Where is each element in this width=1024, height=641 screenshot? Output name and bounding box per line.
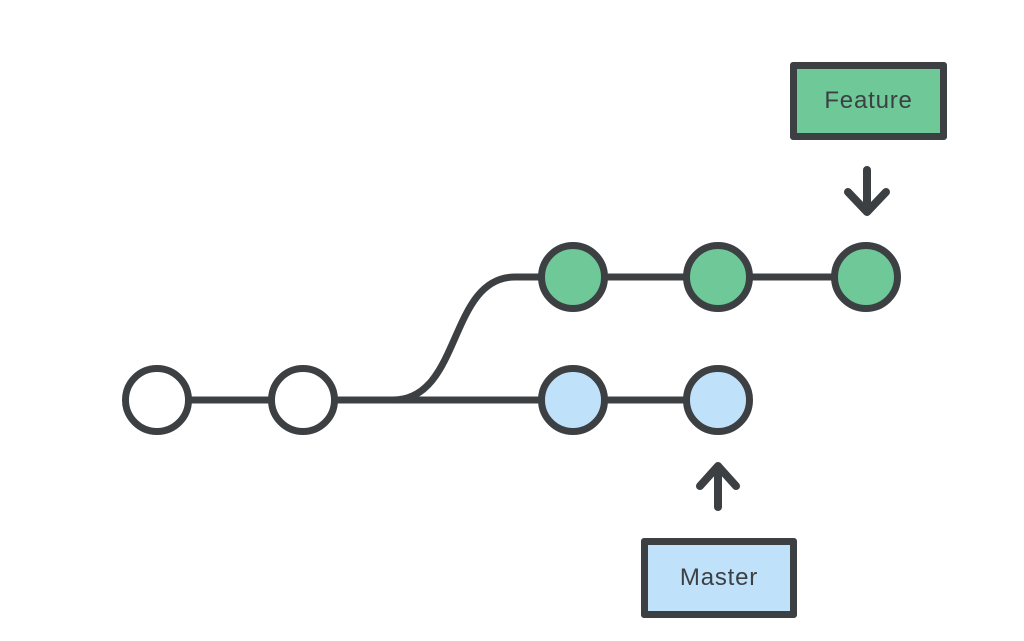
commit-node-feature-2 xyxy=(683,242,753,312)
master-label-box: Master xyxy=(641,538,797,618)
master-label: Master xyxy=(679,564,759,591)
commit-node-feature-3 xyxy=(831,242,901,312)
commit-node-master-4 xyxy=(683,365,753,435)
commit-node-master-1 xyxy=(122,365,192,435)
feature-label: Feature xyxy=(824,87,913,114)
commit-nodes xyxy=(122,242,901,435)
commit-node-master-3 xyxy=(538,365,608,435)
commit-node-master-2 xyxy=(268,365,338,435)
commit-node-feature-1 xyxy=(538,242,608,312)
feature-label-box: Feature xyxy=(790,62,947,140)
up-arrow-icon xyxy=(696,462,740,511)
down-arrow-icon xyxy=(844,166,890,216)
feature-branch-curve xyxy=(392,273,866,404)
